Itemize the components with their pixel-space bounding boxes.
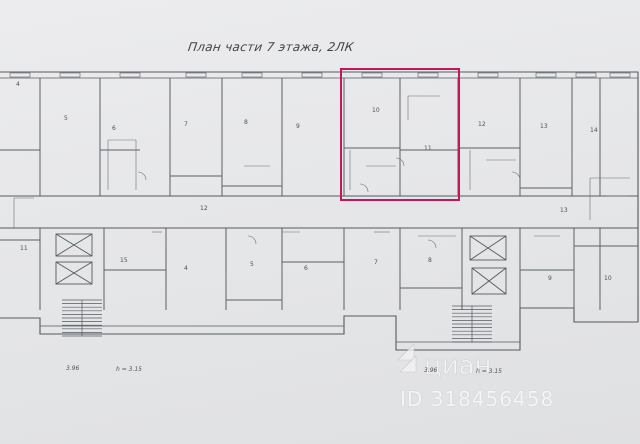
room-mark: 13 [540, 123, 548, 130]
room-mark: 15 [120, 257, 128, 264]
staircase-left [62, 299, 102, 337]
room-mark: 7 [374, 259, 378, 266]
highlighted-apartment [340, 68, 460, 201]
staircase-right [452, 305, 492, 343]
room-mark: 5 [64, 115, 68, 122]
room-mark: 9 [296, 123, 300, 130]
room-mark: 4 [184, 265, 188, 272]
room-mark: 13 [560, 207, 568, 214]
room-details [13, 95, 630, 249]
room-mark: 4 [16, 81, 20, 88]
room-labels: 4 5 6 7 8 9 10 11 12 13 14 15 4 5 6 7 8 9 10 11 12 13 [16, 81, 612, 282]
elevator-shaft-right [469, 235, 507, 295]
plan-note-1: 3.96 [66, 365, 80, 372]
svg-text:циан: циан [424, 351, 492, 381]
room-mark: 14 [590, 127, 598, 134]
room-mark: 8 [428, 257, 432, 264]
room-mark: 10 [604, 275, 612, 282]
room-mark: 9 [548, 275, 552, 282]
plan-note-2: h = 3.15 [116, 366, 143, 373]
plan-note-4: h = 3.15 [476, 368, 503, 375]
room-mark: 10 [372, 107, 380, 114]
room-mark: 6 [112, 125, 116, 132]
room-partitions [0, 72, 638, 310]
room-mark: 12 [200, 205, 208, 212]
wall-outline [0, 71, 639, 351]
elevator-shaft-left [55, 233, 93, 285]
room-mark: 6 [304, 265, 308, 272]
room-mark: 7 [184, 121, 188, 128]
room-mark: 11 [20, 245, 28, 252]
listing-id-watermark: ID 318456458 [400, 387, 555, 411]
room-mark: 12 [478, 121, 486, 128]
room-mark: 5 [250, 261, 254, 268]
room-mark: 11 [424, 145, 432, 152]
room-mark: 8 [244, 119, 248, 126]
cian-logo-watermark: циан [397, 343, 492, 381]
plan-note-3: 3.96 [424, 367, 438, 374]
